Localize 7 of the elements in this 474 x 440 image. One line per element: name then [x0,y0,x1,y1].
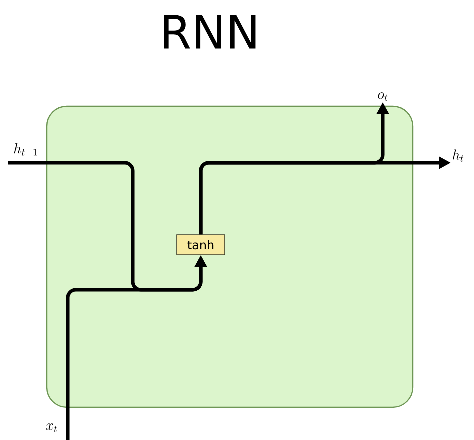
variable-label: $x_t$ [46,424,58,432]
cell-box [46,106,414,408]
variable-label: $h_t$ [452,150,464,162]
variable-label: $h_{t-1}$ [14,144,38,156]
variable-label: $o_t$ [378,92,388,102]
title: RNN [164,15,256,49]
activation-box: tanh [176,234,226,256]
